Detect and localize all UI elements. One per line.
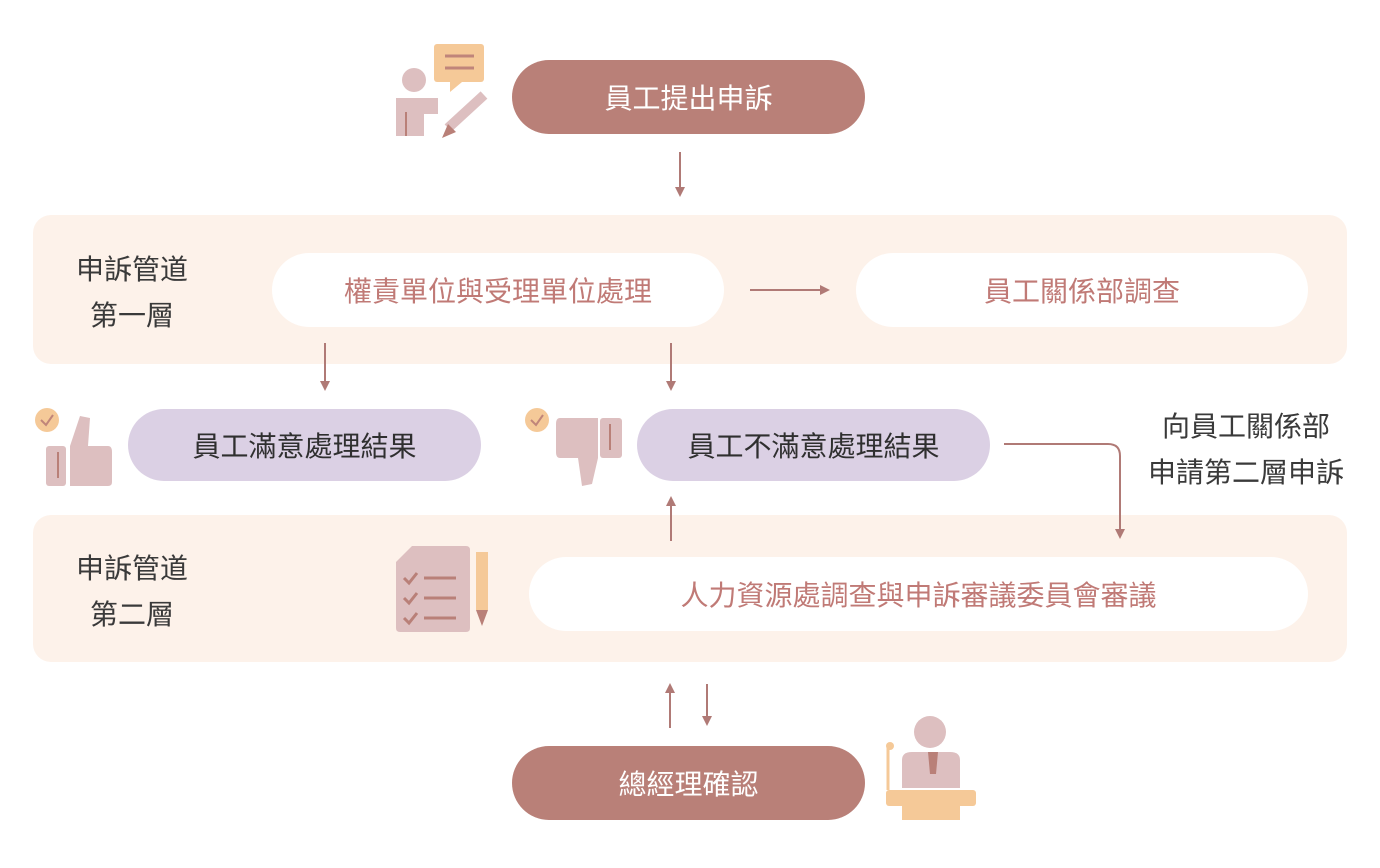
tier1-label: 申訴管道 第一層 <box>52 247 212 339</box>
tier2-label-line1: 申訴管道 <box>75 552 188 585</box>
arrow-dissatisfied-to-tier2 <box>1004 443 1125 539</box>
final-confirmation-node: 總經理確認 <box>512 746 865 820</box>
appeal-note-line2: 申請第二層申訴 <box>1147 456 1344 489</box>
dissatisfied-outcome-node: 員工不滿意處理結果 <box>637 409 990 481</box>
speaker-at-podium-icon <box>886 716 976 820</box>
appeal-note-line1: 向員工關係部 <box>1161 410 1330 443</box>
tier1-handling-node: 權責單位與受理單位處理 <box>272 253 724 327</box>
tier1-label-line1: 申訴管道 <box>75 253 188 286</box>
tier1-investigation-node: 員工關係部調查 <box>856 253 1308 327</box>
thumbs-down-icon <box>525 408 622 486</box>
tier2-review-node: 人力資源處調查與申訴審議委員會審議 <box>529 557 1308 631</box>
person-presenting-icon <box>396 44 488 138</box>
tier2-label-line2: 第二層 <box>89 598 174 631</box>
appeal-note: 向員工關係部 申請第二層申訴 <box>1135 404 1357 496</box>
thumbs-up-icon <box>35 408 112 486</box>
start-node: 員工提出申訴 <box>512 60 865 134</box>
tier1-label-line2: 第一層 <box>89 299 174 332</box>
checklist-icon <box>396 546 488 632</box>
tier2-label: 申訴管道 第二層 <box>52 546 212 638</box>
satisfied-outcome-node: 員工滿意處理結果 <box>128 409 481 481</box>
